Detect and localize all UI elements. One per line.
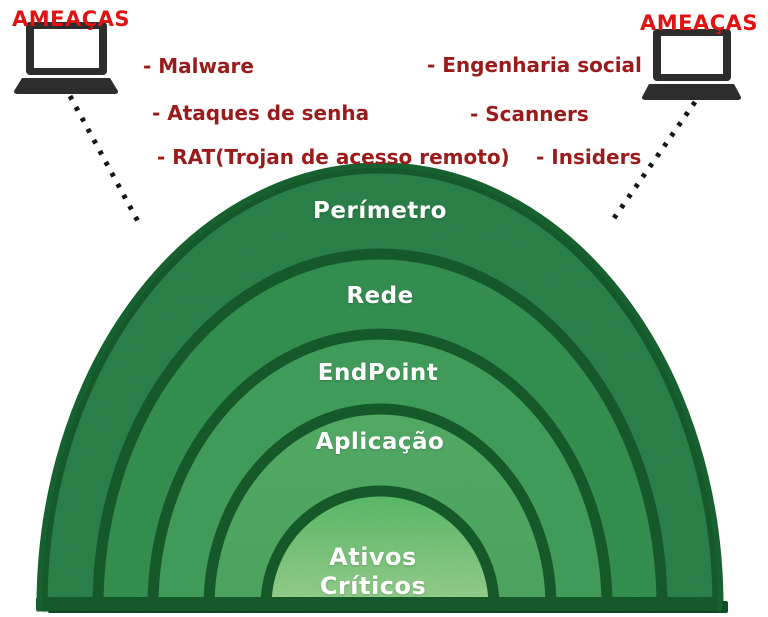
laptop-icon [641, 29, 742, 100]
laptop-icon [13, 22, 119, 94]
layer-label-aplicacao: Aplicação [315, 429, 445, 455]
layer-label-endpoint: EndPoint [317, 360, 439, 386]
threat-item-engenharia-social: - Engenharia social [427, 53, 642, 77]
threat-item-malware: - Malware [143, 54, 254, 78]
threat-item-rat: - RAT(Trojan de acesso remoto) [157, 145, 510, 169]
threat-item-insiders: - Insiders [536, 145, 642, 169]
laptop-base [641, 84, 742, 100]
layer-label-perimetro: Perímetro [313, 198, 447, 224]
threat-line-left [67, 94, 144, 229]
threats-title-left: AMEAÇAS [12, 7, 131, 31]
laptop-base [13, 78, 119, 94]
layer-label-ativos-criticos: Ativos Críticos [319, 543, 427, 600]
layer-label-rede: Rede [346, 283, 414, 309]
threat-item-scanners: - Scanners [470, 102, 589, 126]
threats-title-right: AMEAÇAS [640, 11, 759, 35]
threat-item-ataques-de-senha: - Ataques de senha [152, 101, 370, 125]
laptop-screen [661, 36, 723, 74]
laptop-screen [34, 29, 99, 68]
